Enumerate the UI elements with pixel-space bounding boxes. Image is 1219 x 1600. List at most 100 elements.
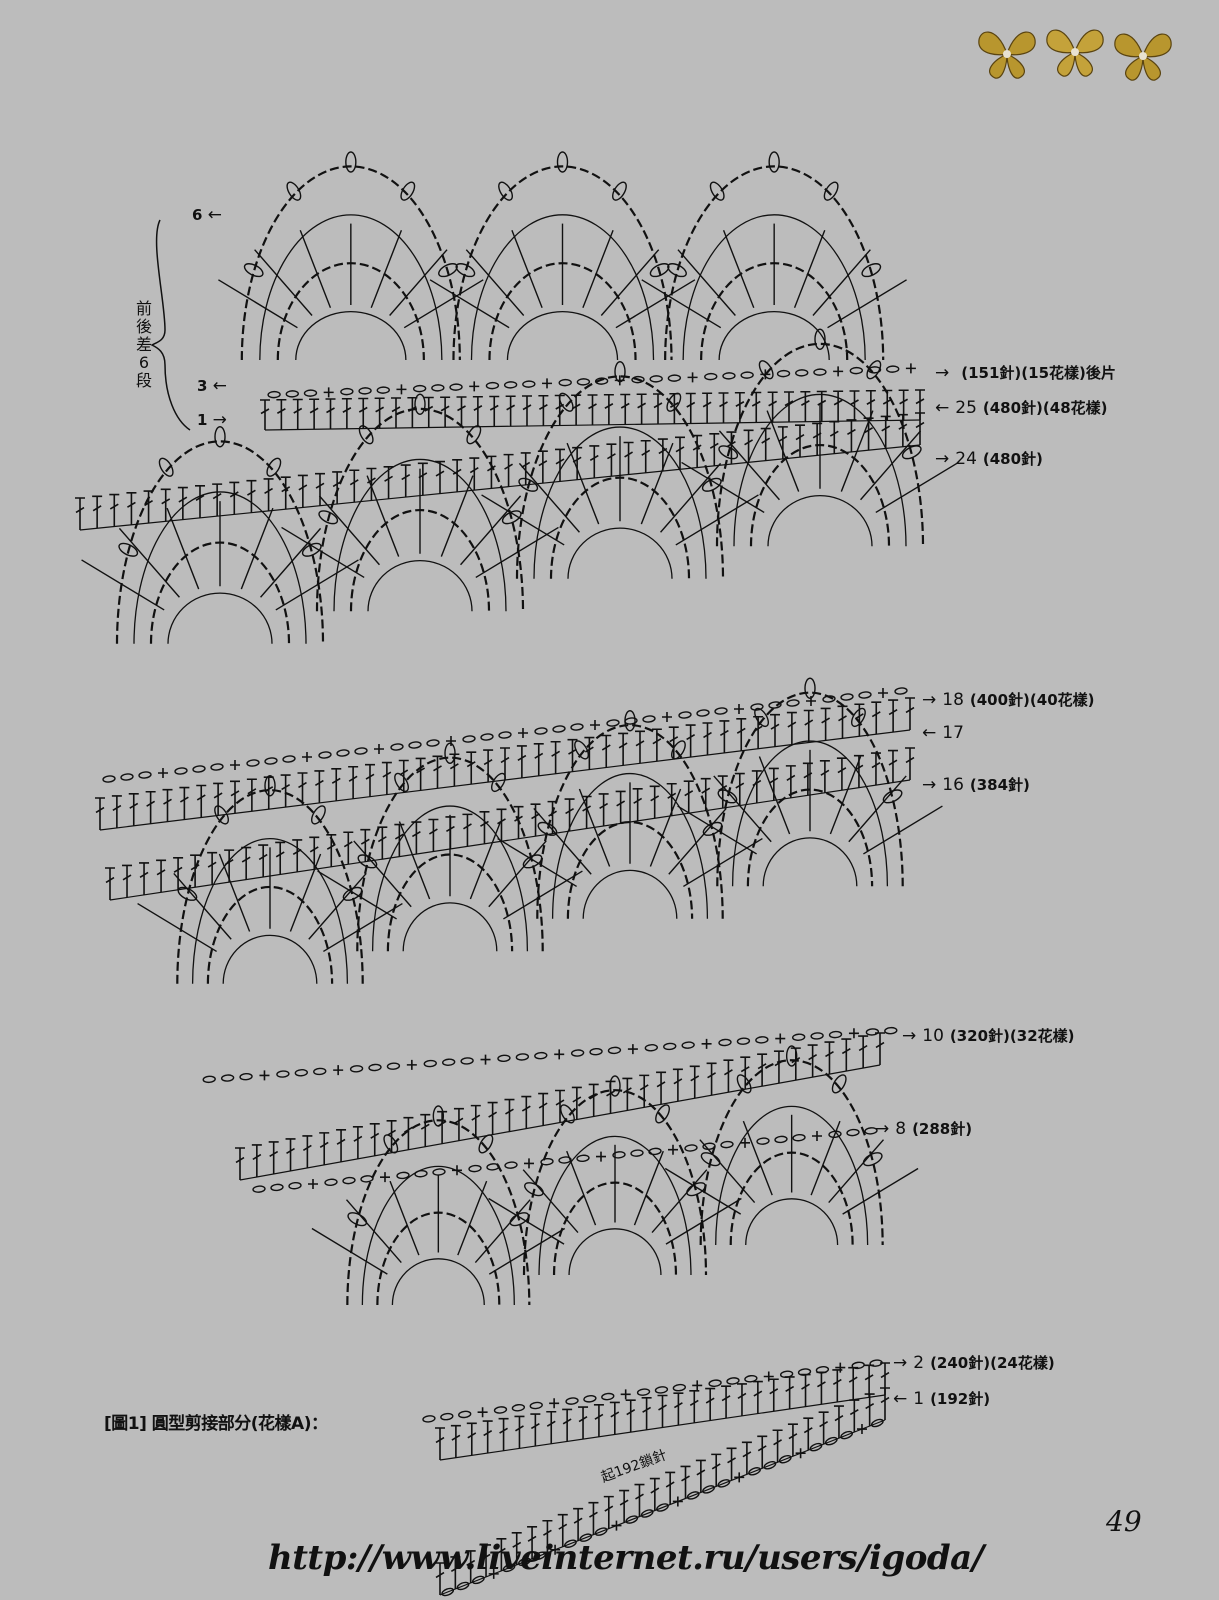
chain-stitch bbox=[717, 1479, 731, 1488]
double-crochet-stitch bbox=[837, 705, 848, 739]
double-crochet-stitch bbox=[695, 1459, 706, 1493]
picot-leaf bbox=[118, 542, 139, 557]
fan-stitch bbox=[566, 442, 600, 525]
scallop-arc bbox=[356, 756, 544, 952]
single-crochet-stitch bbox=[590, 720, 600, 730]
chain-stitch bbox=[396, 1171, 410, 1180]
double-crochet-stitch bbox=[420, 1113, 431, 1147]
chain-stitch bbox=[570, 1049, 585, 1057]
chain-stitch bbox=[840, 693, 854, 701]
double-crochet-stitch bbox=[489, 395, 500, 427]
double-crochet-stitch bbox=[498, 1417, 509, 1451]
fan-stitch bbox=[318, 495, 380, 566]
double-crochet-stitch bbox=[466, 751, 477, 785]
chain-stitch bbox=[667, 374, 682, 382]
row-count: (400針)(40花樣) bbox=[969, 691, 1095, 709]
picot-leaf bbox=[518, 477, 539, 492]
single-crochet-stitch bbox=[620, 1389, 631, 1400]
fan-stitch bbox=[366, 475, 400, 557]
double-crochet-stitch bbox=[572, 446, 583, 480]
double-crochet-stitch bbox=[527, 1525, 538, 1559]
double-crochet-stitch bbox=[625, 1399, 636, 1433]
fan-stitch bbox=[660, 462, 722, 533]
double-crochet-stitch bbox=[365, 763, 375, 797]
row-baseline bbox=[79, 444, 921, 531]
double-crochet-stitch bbox=[276, 398, 287, 430]
double-crochet-stitch bbox=[709, 433, 720, 466]
fan-stitch bbox=[582, 230, 614, 308]
double-crochet-stitch bbox=[505, 395, 516, 427]
fan-stitch bbox=[481, 494, 565, 546]
double-crochet-stitch bbox=[768, 1378, 779, 1412]
scallop-arc bbox=[361, 1166, 515, 1306]
double-crochet-stitch bbox=[440, 396, 451, 428]
double-crochet-stitch bbox=[818, 1411, 829, 1445]
double-crochet-stitch bbox=[905, 697, 915, 730]
row-number: 1 bbox=[913, 1389, 925, 1409]
chain-stitch bbox=[270, 1183, 284, 1192]
chain-stitch bbox=[324, 1178, 338, 1187]
scallop-arc bbox=[506, 311, 619, 361]
double-crochet-stitch bbox=[598, 793, 609, 826]
chain-stitch bbox=[846, 1128, 860, 1137]
double-crochet-stitch bbox=[915, 412, 925, 445]
chain-stitch bbox=[840, 1430, 854, 1440]
double-crochet-stitch bbox=[871, 701, 882, 735]
arrow-icon: → bbox=[893, 1353, 908, 1373]
single-crochet-stitch bbox=[878, 688, 888, 698]
row-label-17: ←17 bbox=[922, 723, 970, 743]
picot-leaf bbox=[522, 854, 543, 869]
double-crochet-stitch bbox=[479, 811, 490, 844]
double-crochet-stitch bbox=[656, 1071, 667, 1105]
double-crochet-stitch bbox=[516, 745, 527, 778]
double-crochet-stitch bbox=[593, 1403, 604, 1437]
single-crochet-stitch bbox=[406, 1059, 417, 1070]
double-crochet-stitch bbox=[469, 457, 480, 491]
picot-leaf bbox=[556, 151, 569, 173]
single-crochet-stitch bbox=[740, 1137, 750, 1148]
chain-stitch bbox=[720, 1140, 734, 1149]
double-crochet-stitch bbox=[550, 740, 561, 774]
chain-stitch bbox=[468, 1164, 482, 1173]
scallop-arc bbox=[731, 740, 889, 887]
chain-stitch bbox=[511, 1403, 526, 1412]
chain-stitch bbox=[422, 1415, 436, 1423]
double-crochet-stitch bbox=[128, 793, 139, 826]
chain-stitch bbox=[540, 1157, 554, 1166]
row-number: 25 bbox=[955, 398, 977, 418]
double-crochet-stitch bbox=[92, 495, 103, 529]
double-crochet-stitch bbox=[803, 709, 814, 743]
row-count: (320針)(32花樣) bbox=[949, 1027, 1075, 1045]
double-crochet-stitch bbox=[635, 730, 645, 764]
picot-leaf bbox=[624, 710, 636, 732]
row-number: 6 bbox=[192, 206, 203, 224]
double-crochet-stitch bbox=[391, 397, 401, 428]
single-crochet-stitch bbox=[795, 1448, 806, 1459]
row-number: 2 bbox=[913, 1353, 925, 1373]
picot-leaf bbox=[866, 360, 882, 380]
double-crochet-stitch bbox=[683, 780, 694, 814]
double-crochet-stitch bbox=[196, 784, 207, 818]
double-crochet-stitch bbox=[381, 761, 392, 795]
chain-stitch bbox=[649, 375, 663, 383]
fan-stitch bbox=[875, 461, 959, 514]
double-crochet-stitch bbox=[173, 856, 184, 890]
double-crochet-stitch bbox=[641, 1397, 652, 1430]
fan-stitch bbox=[137, 902, 217, 953]
arrow-icon: → bbox=[935, 363, 950, 383]
picot-leaf bbox=[701, 477, 722, 492]
fan-stitch bbox=[860, 430, 922, 501]
chain-stitch bbox=[736, 1037, 751, 1045]
single-crochet-stitch bbox=[374, 744, 384, 754]
single-crochet-stitch bbox=[687, 372, 698, 383]
chain-stitch bbox=[558, 378, 572, 387]
double-crochet-stitch bbox=[740, 1056, 751, 1090]
chain-stitch bbox=[458, 1410, 472, 1419]
single-crochet-stitch bbox=[760, 369, 771, 380]
single-crochet-stitch bbox=[905, 363, 916, 374]
row-count: (192針) bbox=[930, 1390, 991, 1408]
double-crochet-stitch bbox=[875, 1032, 885, 1065]
fan-stitch bbox=[651, 1169, 708, 1233]
scallop-arc bbox=[582, 869, 678, 919]
double-crochet-stitch bbox=[470, 1104, 481, 1138]
